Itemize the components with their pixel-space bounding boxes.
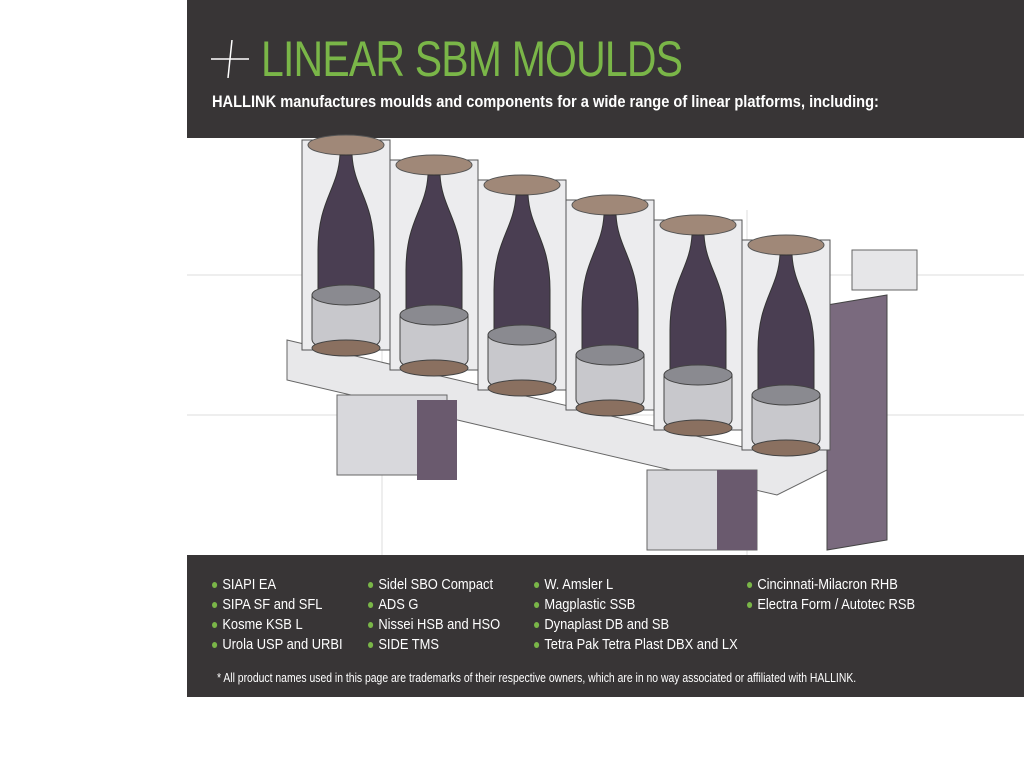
mould-cavity xyxy=(477,174,567,397)
platform-column-1: SIAPI EA SIPA SF and SFL Kosme KSB L Uro… xyxy=(212,575,364,655)
platform-item: SIPA SF and SFL xyxy=(212,595,343,615)
mould-cavity xyxy=(741,234,831,457)
mould-illustration xyxy=(187,134,1024,560)
plus-icon xyxy=(211,40,249,78)
platform-column-3: W. Amsler L Magplastic SSB Dynaplast DB … xyxy=(534,575,771,655)
platform-item: Sidel SBO Compact xyxy=(368,575,500,595)
platform-item: Electra Form / Autotec RSB xyxy=(747,595,915,615)
page-title: LINEAR SBM MOULDS xyxy=(261,31,683,87)
platform-item: W. Amsler L xyxy=(534,575,738,595)
platform-item: Nissei HSB and HSO xyxy=(368,615,500,635)
platform-item: Cincinnati-Milacron RHB xyxy=(747,575,915,595)
platform-column-4: Cincinnati-Milacron RHB Electra Form / A… xyxy=(747,575,942,615)
mould-cavity xyxy=(389,154,479,377)
header-panel: LINEAR SBM MOULDS HALLINK manufactures m… xyxy=(187,0,1024,138)
platform-item: ADS G xyxy=(368,595,500,615)
platform-column-2: Sidel SBO Compact ADS G Nissei HSB and H… xyxy=(368,575,522,655)
platforms-panel: SIAPI EA SIPA SF and SFL Kosme KSB L Uro… xyxy=(187,555,1024,697)
platform-item: SIDE TMS xyxy=(368,635,500,655)
mould-cavity xyxy=(565,194,655,417)
mould-cavity xyxy=(653,214,743,437)
platform-item: Dynaplast DB and SB xyxy=(534,615,738,635)
platform-item: Magplastic SSB xyxy=(534,595,738,615)
page-subtitle: HALLINK manufactures moulds and componen… xyxy=(212,92,879,111)
platform-item: Tetra Pak Tetra Plast DBX and LX xyxy=(534,635,738,655)
mould-cavity xyxy=(301,134,391,357)
platform-item: SIAPI EA xyxy=(212,575,343,595)
trademark-footnote: * All product names used in this page ar… xyxy=(217,670,857,685)
platform-item: Urola USP and URBI xyxy=(212,635,343,655)
platform-item: Kosme KSB L xyxy=(212,615,343,635)
